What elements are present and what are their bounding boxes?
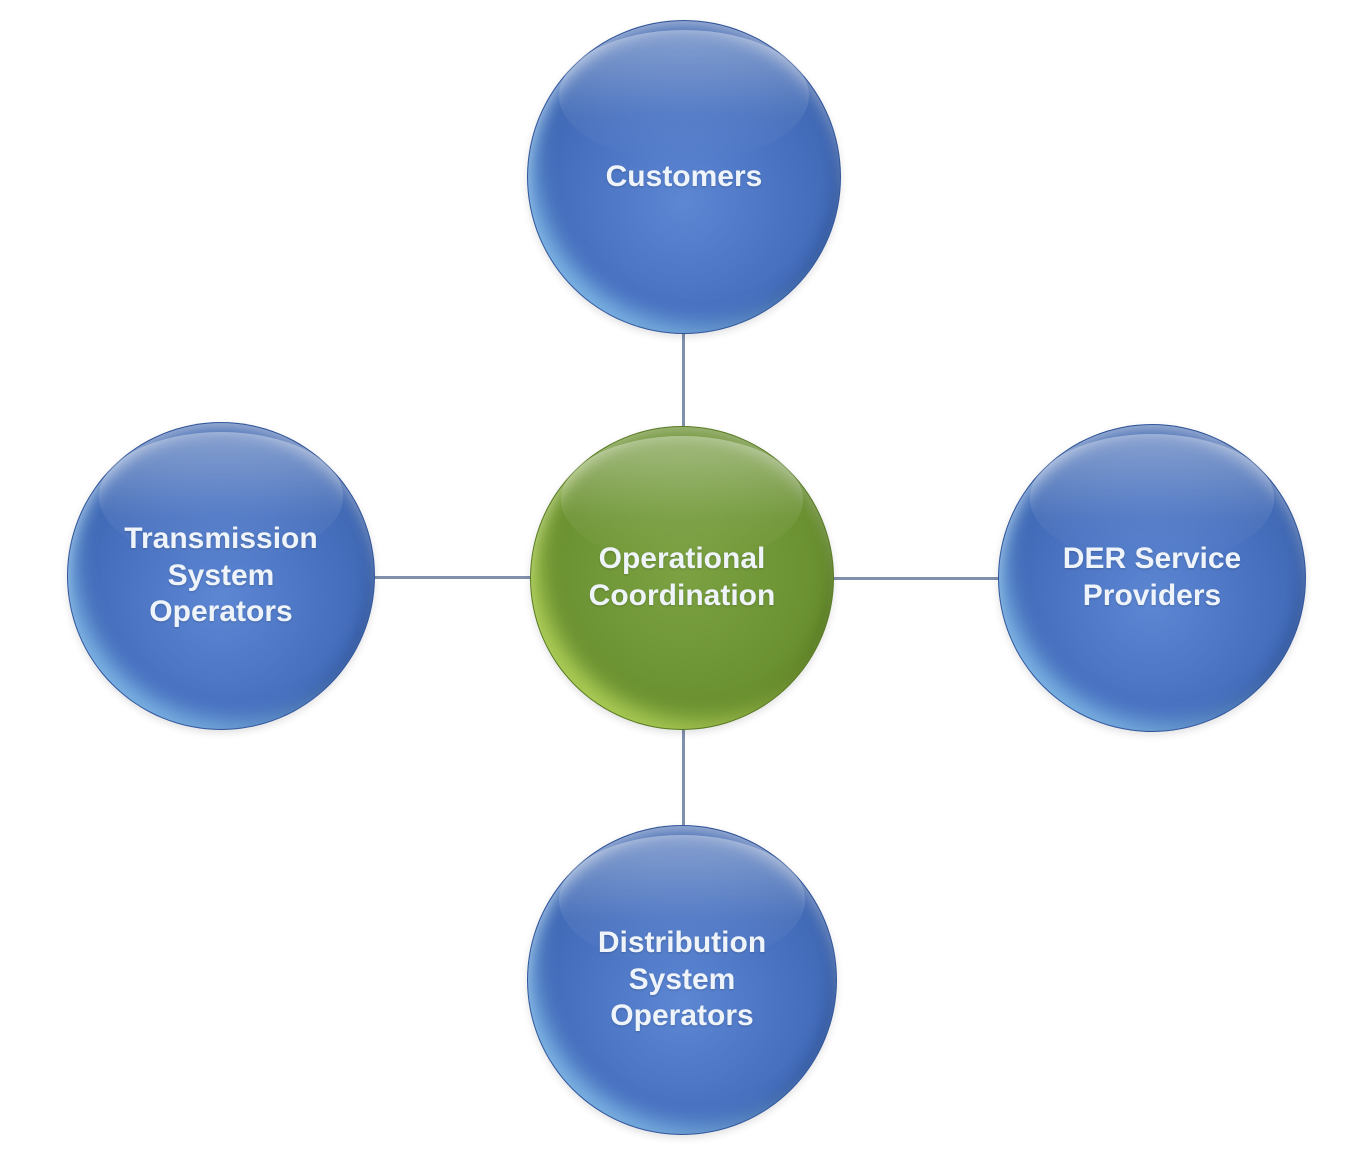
node-operational-coordination-label: Operational Coordination	[588, 542, 776, 612]
node-transmission-system-operators-label: Transmission System Operators	[124, 522, 318, 629]
node-distribution-system-operators-label: Distribution System Operators	[597, 926, 767, 1033]
node-transmission-system-operators: Transmission System Operators	[67, 422, 375, 730]
connector-center-to-customers	[682, 177, 685, 578]
connector-center-to-distribution	[682, 578, 685, 980]
connector-center-to-der	[682, 577, 1152, 580]
node-der-service-providers-label: DER Service Providers	[1062, 542, 1242, 612]
node-distribution-system-operators: Distribution System Operators	[527, 825, 837, 1135]
node-customers-label: Customers	[605, 159, 763, 193]
node-der-service-providers: DER Service Providers	[998, 424, 1306, 732]
node-customers: Customers	[527, 20, 841, 334]
node-operational-coordination: Operational Coordination	[530, 426, 834, 730]
connector-center-to-transmission	[221, 576, 682, 579]
